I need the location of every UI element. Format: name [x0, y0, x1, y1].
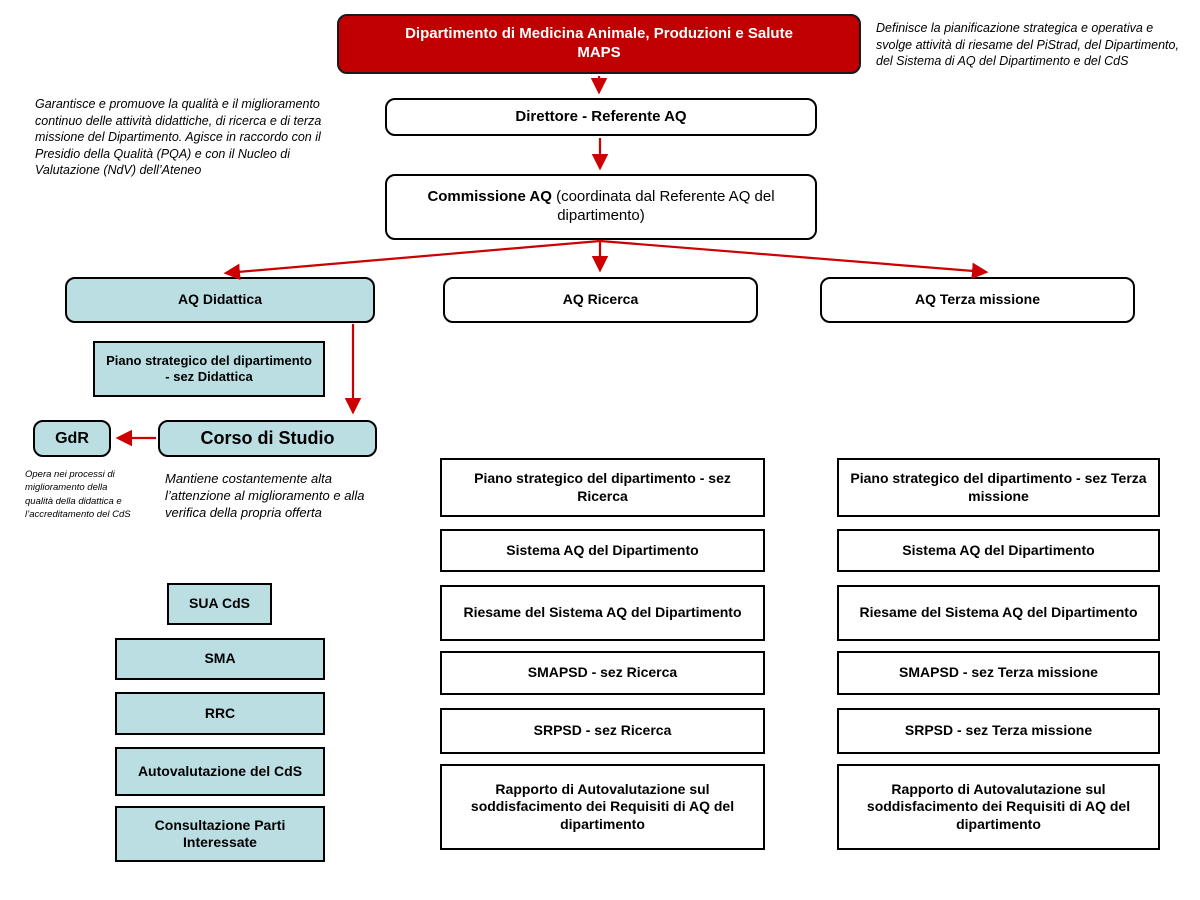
gdr-box: GdR — [33, 420, 111, 457]
doc-label: SRPSD - sez Ricerca — [533, 722, 672, 739]
doc-rapporto-autovalutazione-terza: Rapporto di Autovalutazione sul soddisfa… — [837, 764, 1160, 850]
doc-label: Sistema AQ del Dipartimento — [506, 541, 699, 558]
direttore-box: Direttore - Referente AQ — [385, 98, 817, 136]
corso-di-studio-box: Corso di Studio — [158, 420, 377, 457]
aq-terza-missione-label: AQ Terza missione — [914, 291, 1040, 308]
doc-riesame-sistema-aq-terza: Riesame del Sistema AQ del Dipartimento — [837, 585, 1160, 641]
commissione-box: Commissione AQ (coordinata dal Referente… — [385, 174, 817, 240]
doc-label: SMAPSD - sez Terza missione — [899, 664, 1098, 681]
doc-label: Rapporto di Autovalutazione sul soddisfa… — [866, 780, 1131, 832]
doc-smapsd-terza: SMAPSD - sez Terza missione — [837, 651, 1160, 695]
doc-label: SUA CdS — [189, 595, 250, 612]
commissione-label-rest: (coordinata dal Referente AQ del diparti… — [551, 188, 775, 224]
doc-srpsd-ricerca: SRPSD - sez Ricerca — [440, 708, 765, 754]
doc-label: Riesame del Sistema AQ del Dipartimento — [463, 604, 742, 621]
doc-piano-strategico-terza: Piano strategico del dipartimento - sez … — [837, 458, 1160, 517]
aq-didattica-label: AQ Didattica — [177, 291, 262, 308]
doc-label: Autovalutazione del CdS — [137, 762, 303, 779]
doc-label: SMA — [204, 650, 236, 667]
branch-aq-ricerca: AQ Ricerca — [443, 277, 758, 323]
branch-aq-didattica: AQ Didattica — [65, 277, 375, 323]
doc-autovalutazione-cds: Autovalutazione del CdS — [115, 747, 325, 796]
aq-ricerca-label: AQ Ricerca — [562, 291, 639, 308]
department-root-box: Dipartimento di Medicina Animale, Produz… — [337, 14, 861, 74]
doc-piano-strategico-ricerca: Piano strategico del dipartimento - sez … — [440, 458, 765, 517]
piano-strategico-didattica-label: Piano strategico del dipartimento - sez … — [106, 352, 312, 384]
commissione-label: Commissione AQ (coordinata dal Referente… — [395, 188, 807, 226]
branch-aq-terza-missione: AQ Terza missione — [820, 277, 1135, 323]
gdr-label: GdR — [55, 429, 89, 447]
doc-label: Riesame del Sistema AQ del Dipartimento — [859, 604, 1138, 621]
doc-label: SRPSD - sez Terza missione — [904, 722, 1093, 739]
cds-note: Mantiene costantemente alta l’attenzione… — [165, 471, 365, 521]
gdr-note: Opera nei processi di miglioramento dell… — [25, 469, 131, 520]
direttore-label: Direttore - Referente AQ — [515, 107, 687, 125]
commission-note: Garantisce e promuove la qualità e il mi… — [35, 97, 322, 177]
doc-srpsd-terza: SRPSD - sez Terza missione — [837, 708, 1160, 754]
doc-sma: SMA — [115, 638, 325, 680]
doc-label: SMAPSD - sez Ricerca — [527, 664, 678, 681]
department-root-label: Dipartimento di Medicina Animale, Produz… — [405, 25, 793, 61]
doc-label: RRC — [204, 704, 236, 721]
doc-riesame-sistema-aq-ricerca: Riesame del Sistema AQ del Dipartimento — [440, 585, 765, 641]
corso-di-studio-label: Corso di Studio — [200, 428, 335, 449]
doc-sistema-aq-terza: Sistema AQ del Dipartimento — [837, 529, 1160, 572]
doc-label: Piano strategico del dipartimento - sez … — [474, 470, 731, 504]
doc-sua-cds: SUA CdS — [167, 583, 272, 625]
doc-rapporto-autovalutazione-ricerca: Rapporto di Autovalutazione sul soddisfa… — [440, 764, 765, 850]
doc-label: Rapporto di Autovalutazione sul soddisfa… — [470, 780, 735, 832]
doc-consultazione-parti: Consultazione Parti Interessate — [115, 806, 325, 862]
piano-strategico-didattica-box: Piano strategico del dipartimento - sez … — [93, 341, 325, 397]
commissione-label-bold: Commissione AQ — [427, 188, 552, 206]
doc-smapsd-ricerca: SMAPSD - sez Ricerca — [440, 651, 765, 695]
director-note: Definisce la pianificazione strategica e… — [876, 21, 1179, 68]
doc-label: Piano strategico del dipartimento - sez … — [850, 470, 1147, 504]
doc-sistema-aq-ricerca: Sistema AQ del Dipartimento — [440, 529, 765, 572]
doc-rrc: RRC — [115, 692, 325, 735]
doc-label: Sistema AQ del Dipartimento — [902, 541, 1095, 558]
doc-label: Consultazione Parti Interessate — [154, 816, 286, 851]
